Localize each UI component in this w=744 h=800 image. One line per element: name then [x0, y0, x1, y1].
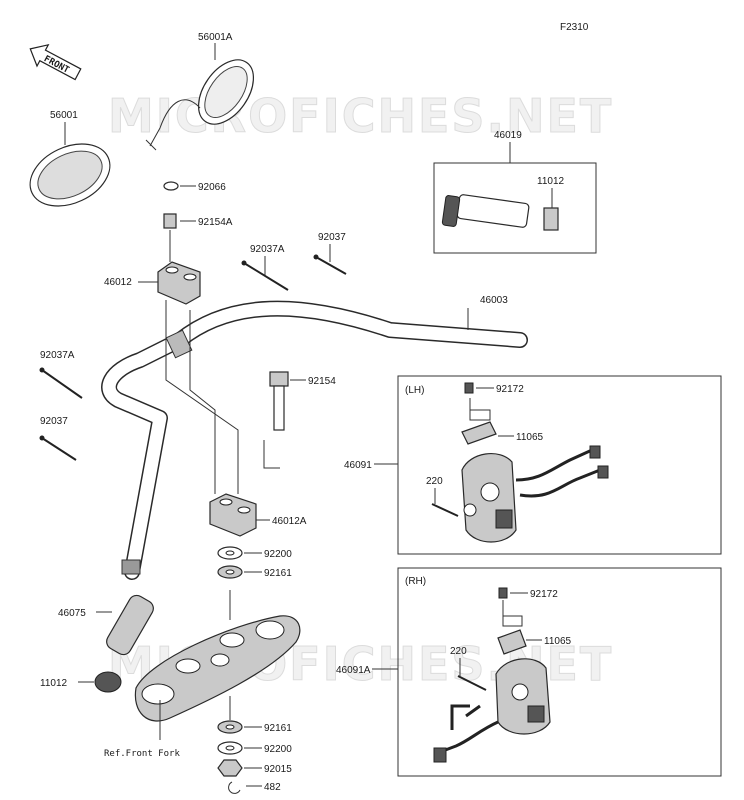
handlebar-46003: [101, 300, 528, 580]
label-92172-lh: 92172: [496, 384, 524, 395]
label-46091a: 46091A: [336, 665, 371, 676]
switch-housing-lh-46091: [461, 453, 517, 543]
front-arrow-icon: FRONT: [29, 43, 82, 81]
connector-rh: [433, 747, 447, 763]
watermark-top: MICROFICHES.NET: [108, 89, 613, 143]
label-92154a: 92154A: [198, 217, 233, 228]
cover-11065-lh: [461, 421, 497, 445]
label-220-lh: 220: [426, 476, 443, 487]
mirror-56001: [29, 143, 111, 207]
label-56001a: 56001A: [198, 32, 233, 43]
label-92015: 92015: [264, 764, 292, 775]
cover-11065-rh: [497, 629, 527, 655]
label-92161-a: 92161: [264, 568, 292, 579]
label-11065-lh: 11065: [516, 432, 544, 443]
clip-482: [228, 781, 241, 794]
grip-throttle-46019: [441, 194, 530, 228]
label-92172-rh: 92172: [530, 589, 558, 600]
end-cap-11012-left: [94, 671, 122, 693]
tie-92037-left: [39, 435, 77, 461]
label-46003: 46003: [480, 295, 508, 306]
tie-92037a-top: [241, 260, 289, 291]
connector-lh-b: [597, 465, 609, 479]
label-220-rh: 220: [450, 646, 467, 657]
label-92200-a: 92200: [264, 549, 292, 560]
screw-92172-rh: [498, 587, 508, 599]
label-46019: 46019: [494, 130, 522, 141]
label-92037a-top: 92037A: [250, 244, 285, 255]
label-11065-rh: 11065: [544, 636, 572, 647]
label-92200-b: 92200: [264, 744, 292, 755]
label-46012a: 46012A: [272, 516, 307, 527]
end-cap-11012-top: [543, 207, 559, 231]
screw-220-rh: [457, 675, 487, 691]
label-92066: 92066: [198, 182, 226, 193]
wire-harness-rh: [439, 720, 499, 754]
tie-92037a-left: [39, 367, 83, 399]
clamp-46012: [157, 261, 201, 305]
label-92037-top: 92037: [318, 232, 346, 243]
box-lh-label: (LH): [405, 385, 424, 396]
box-rh-label: (RH): [405, 576, 426, 587]
label-92037-left: 92037: [40, 416, 68, 427]
label-482: 482: [264, 782, 281, 793]
label-92161-b: 92161: [264, 723, 292, 734]
box-rh-switch: [397, 567, 722, 777]
label-11012-left: 11012: [40, 678, 68, 689]
cap-92066: [163, 181, 179, 191]
box-lh-switch: [397, 375, 722, 555]
grip-46075: [106, 594, 154, 656]
wire-harness-lh: [515, 448, 593, 482]
screw-92172-lh: [464, 382, 474, 394]
clamp-46012a: [209, 493, 257, 537]
label-92154: 92154: [308, 376, 336, 387]
label-46091: 46091: [344, 460, 372, 471]
bolt-92154a: [163, 213, 177, 229]
label-46075: 46075: [58, 608, 86, 619]
bolt-92154: [269, 371, 289, 431]
switch-housing-rh-46091a: [495, 658, 551, 735]
ref-front-fork: Ref.Front Fork: [104, 749, 180, 759]
mirror-56001a: [145, 59, 255, 151]
upper-triple-clamp: [134, 615, 301, 722]
tie-92037-top: [313, 254, 347, 275]
connector-lh-a: [589, 445, 601, 459]
label-46012: 46012: [104, 277, 132, 288]
label-56001: 56001: [50, 110, 78, 121]
label-11012-top: 11012: [537, 176, 565, 187]
screw-220-lh: [431, 503, 459, 517]
figure-code: F2310: [560, 22, 589, 33]
nut-92015: [217, 759, 243, 777]
label-92037a-left: 92037A: [40, 350, 75, 361]
box-46019: [433, 162, 597, 254]
